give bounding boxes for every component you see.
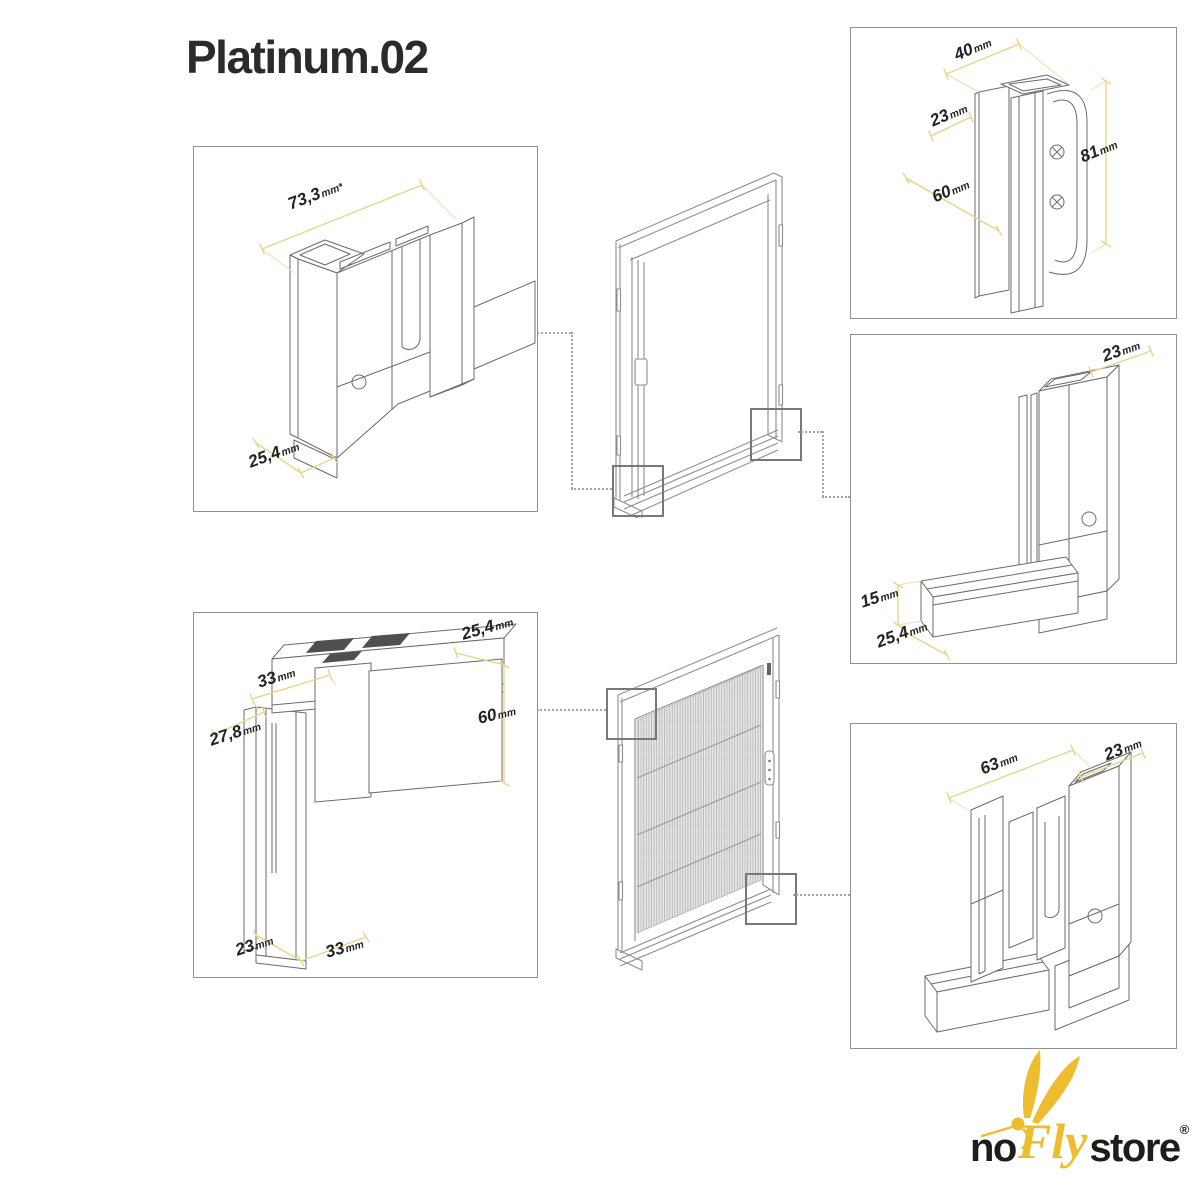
dim-line-width	[261, 184, 423, 250]
screw-hole	[351, 374, 367, 390]
slider-panel	[314, 662, 372, 803]
detail-marker-square	[750, 408, 802, 461]
detail-box-rail-corner: 23mm 15mm 25,4mm	[850, 334, 1177, 664]
top-rail	[615, 172, 777, 261]
handle-bar	[1010, 90, 1044, 314]
detail-box-top-profile: 73,3mm* 25,4mm	[193, 146, 538, 512]
lock-detail	[634, 358, 648, 386]
detail-marker-square	[612, 465, 664, 517]
column-front	[1068, 765, 1120, 977]
detail-box-handle-profile: 40mm 23mm 81mm 60mm	[850, 27, 1177, 319]
back-panel	[978, 85, 1010, 297]
latch-mark	[767, 663, 771, 675]
connector-dotted-line	[798, 431, 822, 433]
profile-top-chamber	[1000, 74, 1070, 95]
handle	[764, 750, 775, 786]
clip-mark	[778, 384, 784, 406]
mesh-fold-lines	[636, 724, 762, 888]
u-channel	[1044, 816, 1060, 919]
corner-column	[255, 706, 307, 962]
profile-front-face	[297, 258, 338, 459]
stile-foot	[615, 948, 643, 971]
logo-text-no: no	[970, 1126, 1017, 1170]
connector-dotted-line	[571, 332, 573, 489]
gasket-strip	[306, 638, 354, 653]
clip-mark	[778, 224, 784, 247]
stile-foot	[613, 497, 643, 518]
connector-dotted-line	[537, 332, 571, 334]
clip-mark	[618, 881, 624, 901]
column-foot	[255, 954, 307, 970]
detail-box-bottom-profile: 63mm 23mm	[850, 723, 1177, 1049]
detail-marker-square	[745, 873, 797, 925]
connector-dotted-line	[822, 431, 824, 497]
mid-slab	[1008, 811, 1034, 949]
clip-mark	[618, 744, 624, 763]
page-title: Platinum.02	[186, 31, 429, 83]
detail-box-corner-profile: 25,4mm 33mm 60mm 27,8mm 23mm 33mm	[193, 612, 538, 978]
side-plate	[473, 280, 536, 370]
registered-mark: ®	[1179, 1122, 1190, 1137]
screen-frame-drawing	[613, 172, 784, 518]
connector-dotted-line	[537, 709, 606, 711]
clip-mark	[775, 821, 781, 839]
handle-inner	[1052, 99, 1078, 263]
pleated-screen-drawing	[615, 627, 781, 971]
u-channel	[401, 239, 421, 351]
pleated-mesh-fill	[636, 666, 762, 934]
dragonfly-icon	[980, 1050, 1080, 1149]
screw-hole	[1087, 908, 1103, 924]
profile-foot	[293, 439, 338, 479]
gasket-strip	[362, 633, 410, 648]
detail-marker-square	[606, 688, 657, 740]
clip-mark	[616, 288, 622, 312]
logo: no Fly store ®	[970, 1110, 1189, 1171]
bottom-rail	[623, 429, 779, 516]
clip-mark	[616, 435, 622, 456]
left-slab	[970, 795, 1004, 983]
top-profile-drawing	[252, 179, 536, 479]
connector-dotted-line	[793, 894, 850, 896]
left-stile	[615, 241, 633, 505]
flat-panel	[368, 658, 503, 794]
handle-outer	[1046, 90, 1088, 275]
handle-profile-drawing	[902, 38, 1112, 314]
rail-corner-drawing	[892, 345, 1154, 661]
logo-text-fly: Fly	[1017, 1113, 1088, 1169]
corner-profile-drawing	[211, 623, 517, 970]
screw-hole	[1081, 511, 1097, 527]
bottom-profile-drawing	[924, 744, 1146, 1033]
right-stile	[767, 172, 783, 443]
clip-mark	[775, 680, 781, 699]
connector-dotted-line	[571, 488, 612, 490]
connector-dotted-line	[822, 496, 850, 498]
logo-text-store: store	[1089, 1126, 1181, 1170]
